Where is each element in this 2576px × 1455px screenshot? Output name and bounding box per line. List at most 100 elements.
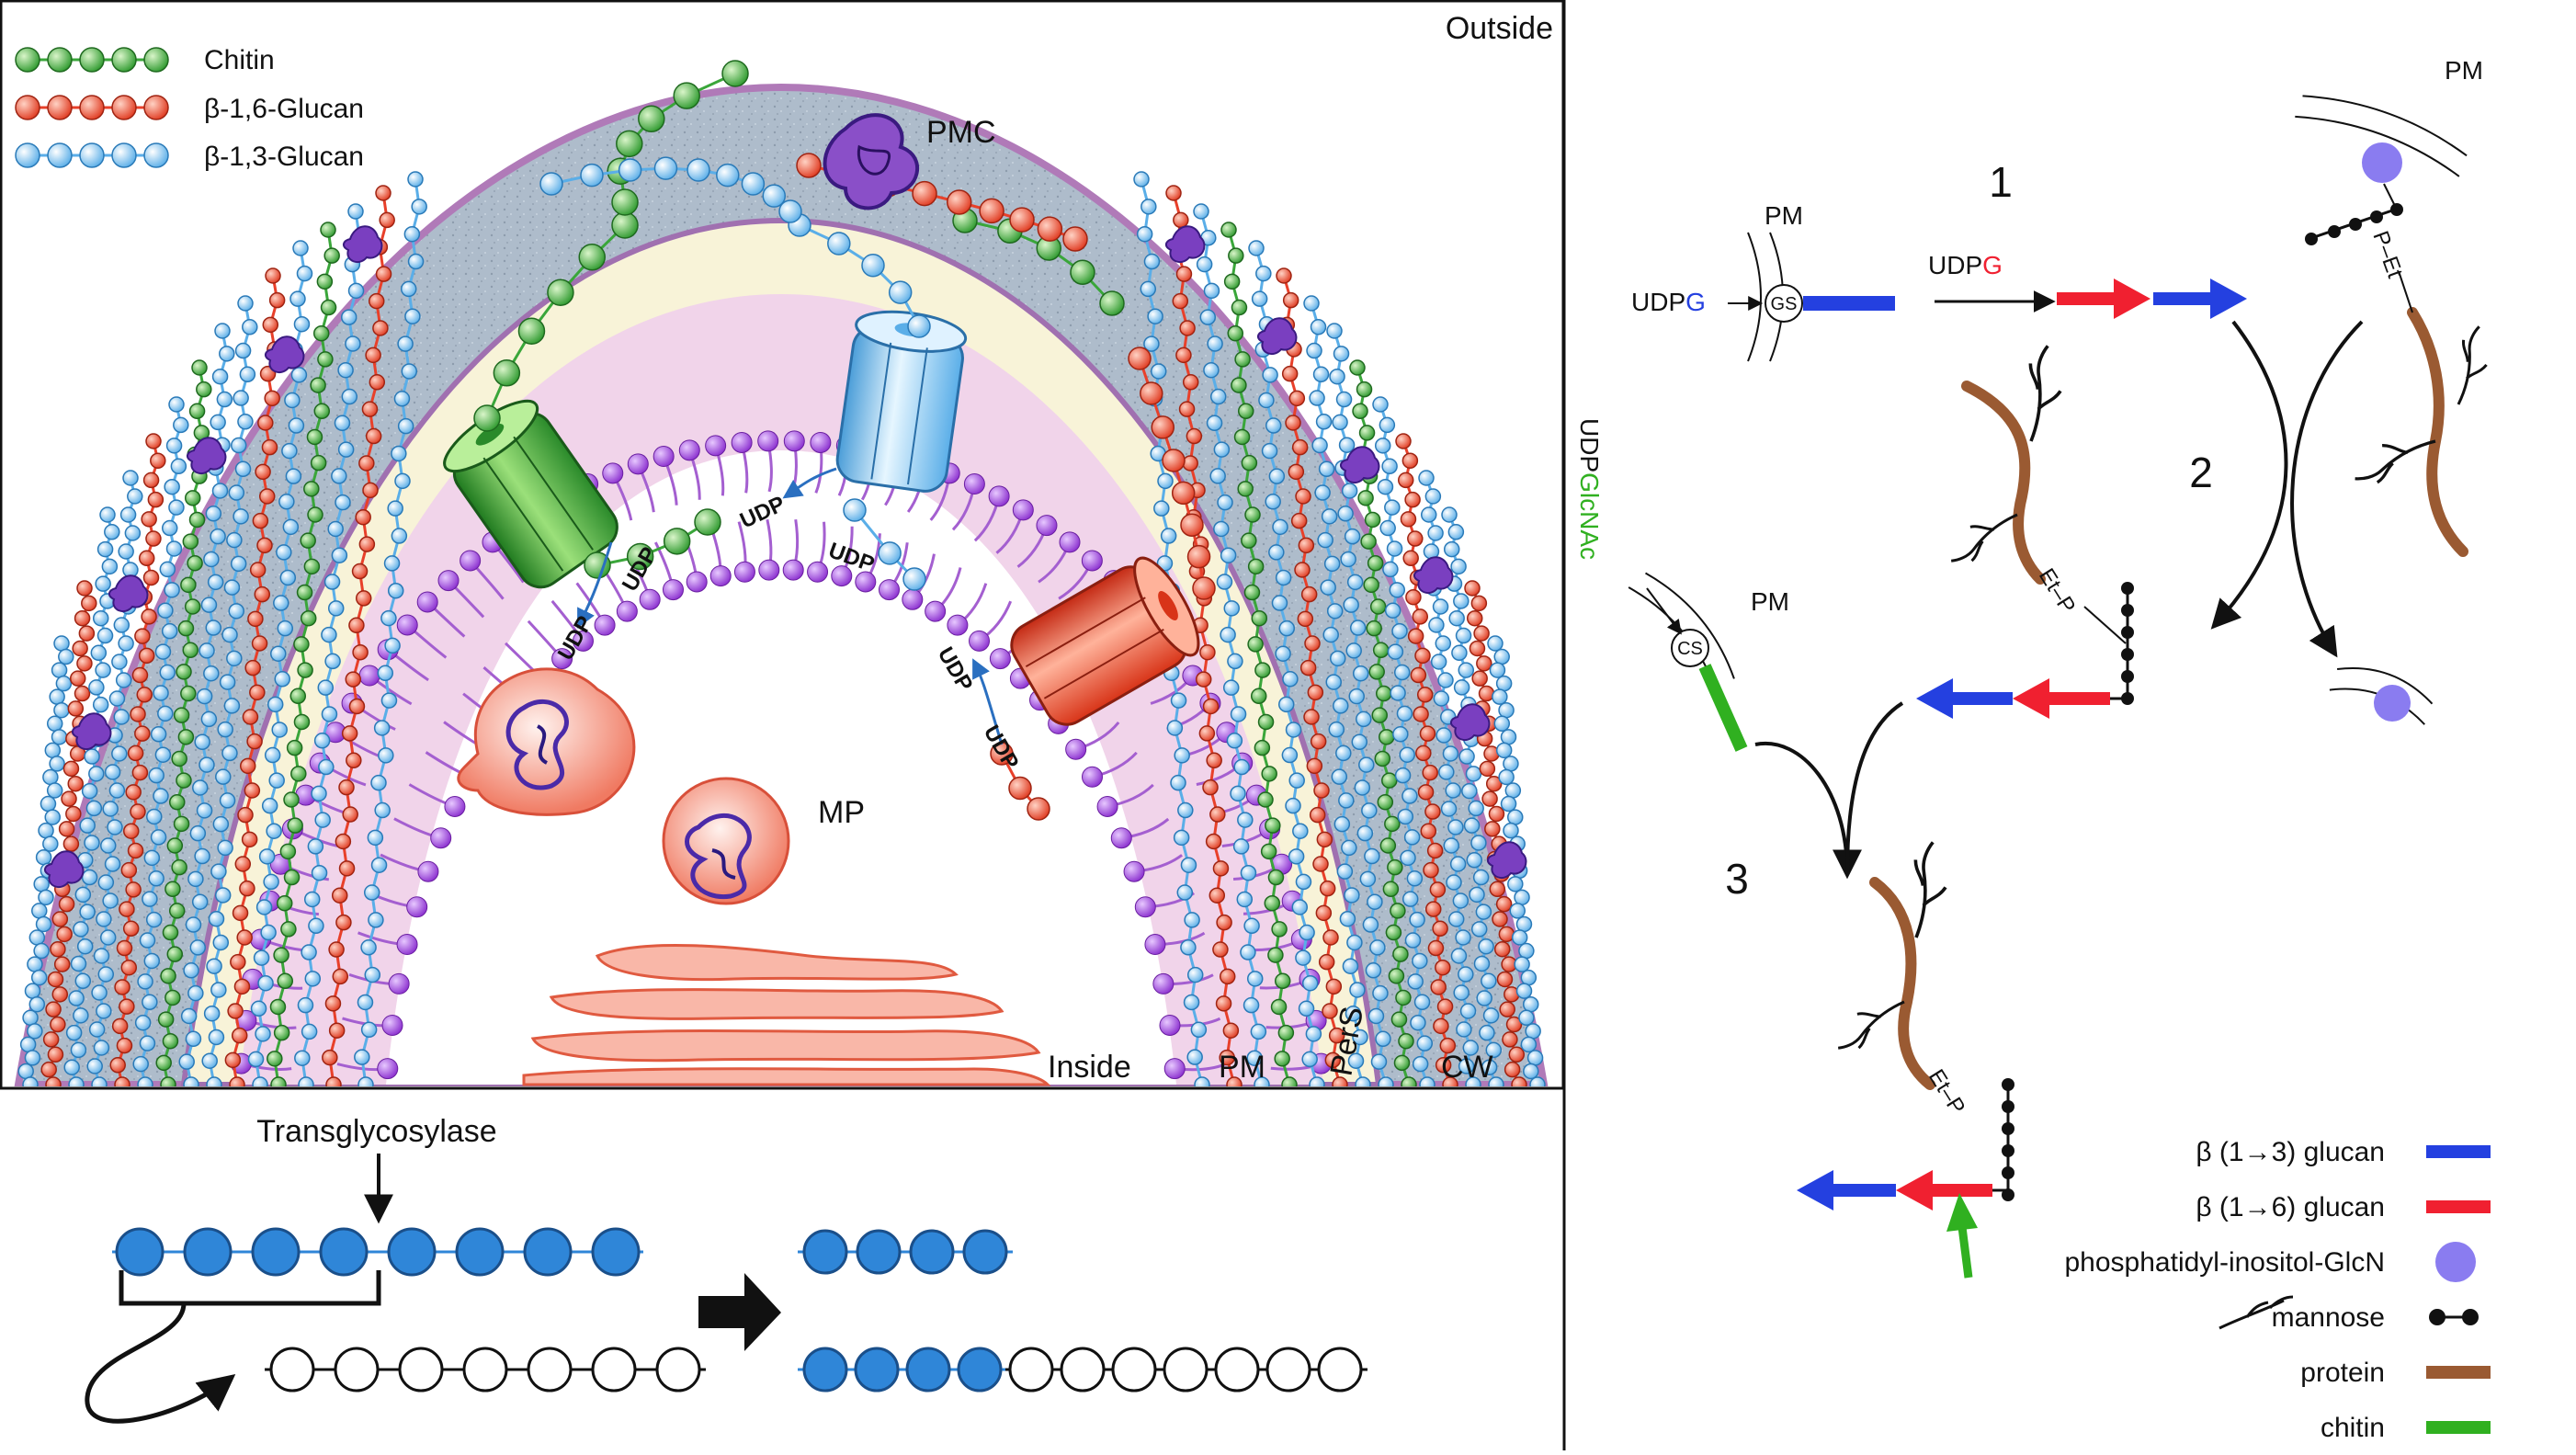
wall-strand-left-6 (155, 359, 212, 1086)
b16-nascent (990, 742, 1050, 821)
step3-arrow-glucan (1845, 701, 1904, 874)
wall-mannoprotein-10 (1450, 703, 1491, 742)
wall-mannoprotein-3 (108, 574, 149, 613)
wall-strand-right-2 (1193, 203, 1270, 1086)
mannose-chain-bot (2002, 1078, 2014, 1201)
wall-strand-left-3 (86, 470, 143, 1086)
polysaccharide-legend (15, 47, 169, 168)
protein-top (2407, 307, 2468, 557)
step-3-number: 3 (1725, 855, 1749, 903)
wall-strand-right-10 (1395, 433, 1458, 1086)
protein-bottom (1869, 877, 1935, 1090)
donor-glucan-chain (112, 1227, 643, 1277)
pm-label-1: PM (1765, 201, 1803, 230)
gs-enzyme-circle (1765, 284, 1803, 323)
mannose-chain-top (2305, 183, 2403, 245)
legend-swatch-1 (2426, 1200, 2491, 1213)
legend-swatch-b13 (15, 142, 169, 168)
legend-protein-label: protein (2300, 1358, 2385, 1388)
wall-mannoprotein-0 (343, 225, 383, 264)
legend-b13-label: β-1,3-Glucan (204, 142, 364, 172)
b13-chain-1 (788, 213, 931, 338)
pathway-legend (2219, 1145, 2491, 1434)
transfer-bracket (119, 1270, 381, 1306)
gpi-anchor-released (2374, 685, 2411, 722)
udpg-label-2: UDPG (1928, 251, 2003, 279)
pm-label-2: PM (2445, 56, 2483, 85)
transglycosylase-label: Transglycosylase (256, 1114, 496, 1149)
pet-label: P–Et (2367, 228, 2407, 281)
step-2-number: 2 (2189, 449, 2213, 496)
chitin-link-bottom (1958, 1226, 1973, 1279)
etp-label-2: Et–P (1923, 1065, 1969, 1119)
wall-strand-left-4 (109, 433, 166, 1086)
chitin-nascent (584, 508, 721, 579)
b16-arrow-step1 (2057, 278, 2150, 319)
udp-release-arrows (577, 467, 1004, 745)
mannose-branch-top-1 (2355, 439, 2436, 484)
wall-strand-right-1 (1165, 185, 1243, 1086)
transfer-loop-arrow (85, 1302, 236, 1424)
wall-strand-right-3 (1220, 222, 1298, 1086)
pm-membrane-cs (1628, 572, 1735, 694)
pmc-protein (823, 113, 919, 210)
polysaccharide-chains (473, 60, 1216, 821)
wall-mannoproteins (44, 225, 1527, 889)
legend-b13-glucan-label: β (1→3) glucan (2196, 1137, 2385, 1167)
b13-arrow-mid (1916, 678, 2013, 719)
wall-strand-left-11 (267, 222, 340, 1086)
step2-arrow-left (2210, 320, 2288, 630)
budding-vesicle (457, 667, 636, 816)
acceptor-chain (265, 1347, 706, 1392)
step-1-number: 1 (1989, 158, 2013, 206)
udpglcnac-label: UDPGlcNAc (1575, 418, 1604, 560)
wall-strand-left-5 (132, 396, 189, 1086)
wall-strand-left-2 (63, 506, 120, 1086)
legend-chitin-label-right: chitin (2321, 1413, 2385, 1443)
chitin-bar-cs (1698, 664, 1748, 752)
step3-arrow-chitin (1754, 741, 1862, 880)
b16-arrow-mid (2013, 678, 2110, 719)
reaction-arrow (698, 1273, 781, 1351)
pm-membrane-gpi-top (2295, 95, 2468, 177)
legend-swatch-2 (2435, 1242, 2476, 1282)
wall-strand-right-6 (1303, 295, 1371, 1086)
wall-strand-right-9 (1372, 396, 1436, 1086)
outside-label: Outside (1446, 11, 1553, 46)
inside-label: Inside (1048, 1050, 1131, 1085)
p-et-link (2398, 270, 2413, 313)
legend-gpi-label: phosphatidyl-inositol-GlcN (2065, 1247, 2386, 1278)
b16-arrow-bot (1896, 1170, 1992, 1211)
b13-arrow-step1 (2153, 278, 2247, 319)
chitin-synthase (443, 399, 618, 589)
mannose-chain-mid (2121, 582, 2134, 705)
wall-strand-right-4 (1248, 240, 1325, 1086)
transglycosylase-panel (85, 1154, 1367, 1424)
mannose-branch-bot-2 (1837, 1000, 1905, 1050)
step2-arrow-right (2290, 320, 2364, 658)
cs-label: CS (1677, 639, 1703, 659)
golgi-stack (522, 943, 1051, 1086)
b13-arrow-bot (1797, 1170, 1896, 1211)
b13-nascent (843, 498, 926, 591)
wall-fibrils (17, 171, 1546, 1086)
gpi-protein-crosslink-pathway (1628, 95, 2488, 1279)
product-hybrid-chain (798, 1347, 1367, 1392)
wall-mannoprotein-1 (265, 335, 305, 374)
wall-mannoprotein-9 (1413, 556, 1454, 595)
mannose-branch-bot-1 (1913, 841, 1947, 938)
wall-mannoprotein-11 (1487, 841, 1527, 880)
membrane-protein-vesicle (662, 777, 790, 905)
wall-strand-right-11 (1418, 470, 1481, 1086)
mannose-branch-mid-1 (2028, 345, 2062, 442)
wall-mannoprotein-2 (187, 437, 227, 475)
glucan-synthase-b16 (1010, 556, 1200, 726)
product-short-chain (798, 1229, 1013, 1275)
wall-strand-right-12 (1441, 506, 1504, 1086)
wall-mannoprotein-8 (1340, 446, 1380, 484)
wall-mannoprotein-6 (1165, 225, 1206, 264)
udpg-label-1: UDPG (1631, 288, 1706, 316)
udpglcnac-arrow (1646, 587, 1682, 635)
legend-swatch-0 (2426, 1145, 2491, 1158)
